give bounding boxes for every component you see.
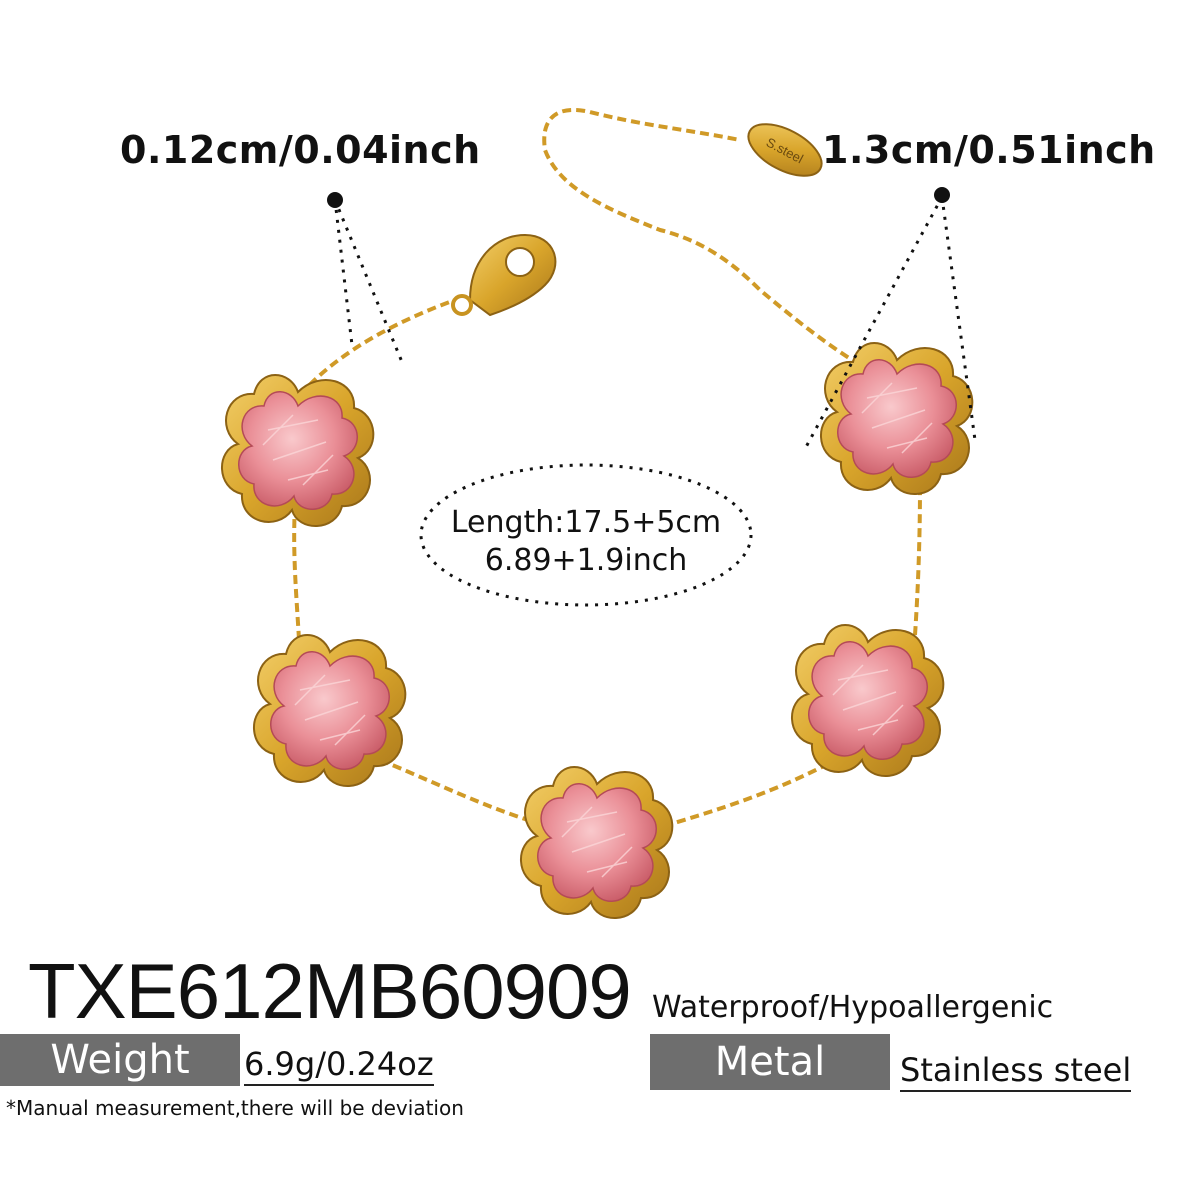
measurement-note: *Manual measurement,there will be deviat… xyxy=(6,1096,464,1120)
clover-pendant-icon xyxy=(252,634,407,788)
weight-tag: Weight xyxy=(0,1034,240,1086)
lobster-clasp-icon xyxy=(451,233,557,317)
metal-value: Stainless steel xyxy=(900,1050,1132,1092)
measure-lines xyxy=(333,196,977,607)
length-line-2: 6.89+1.9inch xyxy=(484,543,688,578)
thickness-label: 0.12cm/0.04inch xyxy=(120,128,481,172)
metal-label: Metal xyxy=(714,1039,826,1085)
logo-tag: S.steel xyxy=(747,123,823,177)
clover-pendant-icon xyxy=(519,766,674,920)
measure-dot xyxy=(934,187,950,203)
features-text: Waterproof/Hypoallergenic xyxy=(652,990,1054,1025)
length-line-1: Length:17.5+5cm xyxy=(450,505,722,540)
length-label: Length:17.5+5cm 6.89+1.9inch xyxy=(406,504,766,580)
metal-tag: Metal xyxy=(650,1034,890,1090)
measure-dot xyxy=(327,192,343,208)
clover-pendant-icon xyxy=(220,374,375,528)
product-sku: TXE612MB60909 xyxy=(28,947,632,1035)
clover-pendant-icon xyxy=(790,624,945,778)
clover-pendant-icon xyxy=(819,342,974,496)
weight-label: Weight xyxy=(50,1037,190,1083)
weight-value: 6.9g/0.24oz xyxy=(244,1044,434,1086)
pendant-size-label: 1.3cm/0.51inch xyxy=(822,128,1156,172)
